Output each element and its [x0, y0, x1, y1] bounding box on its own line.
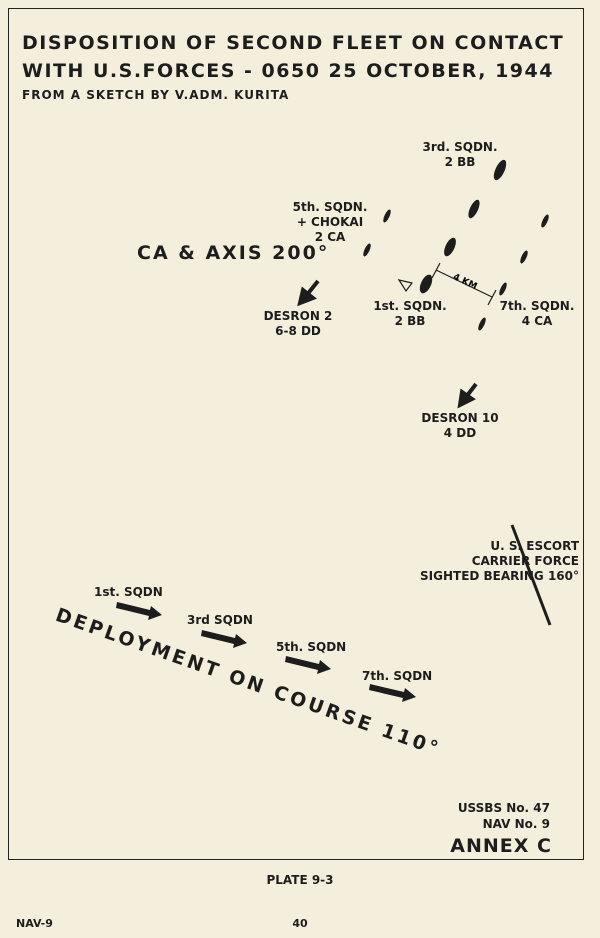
ship-7th-sqdn-4	[478, 317, 486, 331]
distance-label: 4 KM	[451, 272, 478, 292]
ship-7th-sqdn-1	[541, 214, 549, 228]
map-frame	[8, 8, 584, 860]
ship-3rd-sqdn-1	[493, 159, 507, 181]
map-source: FROM A SKETCH BY V.ADM. KURITA	[22, 88, 290, 102]
flag-marker	[397, 279, 414, 293]
deploy-label-3rd-sqdn: 3rd SQDN	[187, 613, 253, 627]
ship-7th-sqdn-2	[520, 250, 528, 264]
nav-number: NAV No. 9	[482, 817, 550, 831]
annex-label: ANNEX C	[450, 835, 552, 857]
deploy-label-7th-sqdn: 7th. SQDN	[362, 669, 433, 683]
ussbs-number: USSBS No. 47	[457, 801, 550, 815]
reference-block: USSBS No. 47 NAV No. 9	[458, 800, 550, 832]
deploy-arrow-7th	[369, 684, 416, 702]
deploy-label-5th-sqdn: 5th. SQDN	[276, 640, 347, 654]
axis-label: CA & AXIS 200°	[137, 242, 330, 264]
deploy-arrow-3rd	[201, 630, 247, 648]
ship-1st-sqdn-1	[444, 237, 456, 257]
deploy-arrow-5th	[285, 656, 331, 674]
ship-1st-sqdn-2	[419, 274, 433, 294]
deployment-arrows	[116, 602, 416, 702]
footer-nav-label: NAV-9	[16, 917, 53, 930]
label-7th-sqdn: 7th. SQDN.4 CA	[499, 299, 575, 328]
map-title: DISPOSITION OF SECOND FLEET ON CONTACT	[22, 32, 565, 54]
ship-5th-sqdn-1	[383, 209, 391, 223]
us-force-course-line	[510, 524, 552, 626]
label-3rd-sqdn: 3rd. SQDN.2 BB	[422, 140, 498, 169]
plate-label: PLATE 9-3	[266, 873, 334, 887]
page-number: 40	[292, 917, 308, 930]
ship-3rd-sqdn-2	[468, 199, 480, 219]
map-title-line2: WITH U.S.FORCES - 0650 25 OCTOBER, 1944	[22, 60, 554, 82]
ship-5th-sqdn-2	[363, 243, 371, 257]
deploy-arrow-1st	[116, 602, 162, 620]
distance-dimension	[431, 262, 497, 306]
ship-7th-sqdn-3	[499, 282, 507, 296]
deploy-label-1st-sqdn: 1st. SQDN	[94, 585, 163, 599]
label-1st-sqdn: 1st. SQDN.2 BB	[373, 299, 447, 328]
